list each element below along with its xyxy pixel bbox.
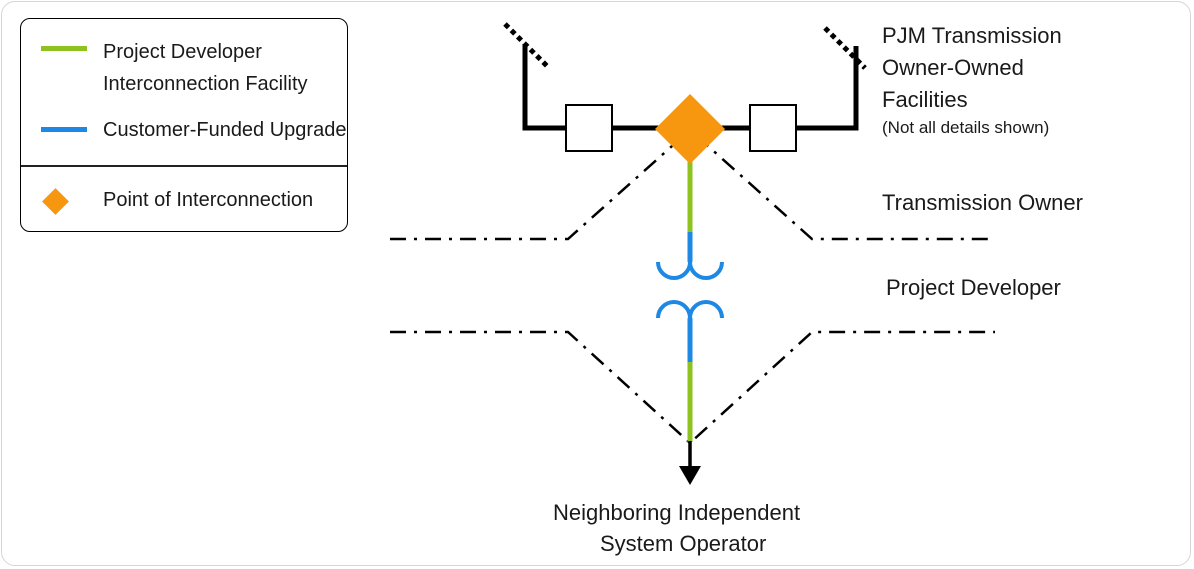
legend-item-3-label: Point of Interconnection bbox=[103, 189, 314, 211]
legend-item-1-line2: Interconnection Facility bbox=[103, 73, 308, 95]
down-arrow-icon bbox=[679, 466, 701, 485]
pjm-note: (Not all details shown) bbox=[882, 118, 1050, 137]
project-developer-label: Project Developer bbox=[886, 275, 1061, 300]
transformer-lower-winding bbox=[656, 300, 724, 319]
legend-item-1-line1: Project Developer bbox=[103, 41, 262, 63]
legend: Project Developer Interconnection Facili… bbox=[20, 18, 348, 232]
pjm-label-line3: Facilities bbox=[882, 87, 968, 112]
pjm-label-line2: Owner-Owned bbox=[882, 55, 1024, 80]
pjm-label-line1: PJM Transmission bbox=[882, 23, 1062, 48]
legend-item-2-label: Customer-Funded Upgrade bbox=[103, 119, 347, 141]
legend-divider bbox=[21, 165, 347, 167]
left-breaker bbox=[565, 104, 613, 152]
project-developer-boundary bbox=[390, 330, 995, 445]
transmission-owner-label: Transmission Owner bbox=[882, 190, 1083, 215]
right-line-continuation bbox=[823, 26, 867, 70]
right-breaker bbox=[749, 104, 797, 152]
legend-blue-line-swatch bbox=[41, 127, 87, 132]
neighbor-label-line1: Neighboring Independent bbox=[553, 500, 801, 525]
neighbor-label-line2: System Operator bbox=[600, 531, 767, 556]
point-of-interconnection-diamond bbox=[655, 94, 725, 164]
transformer-upper-winding bbox=[656, 261, 724, 280]
legend-green-line-swatch bbox=[41, 46, 87, 51]
